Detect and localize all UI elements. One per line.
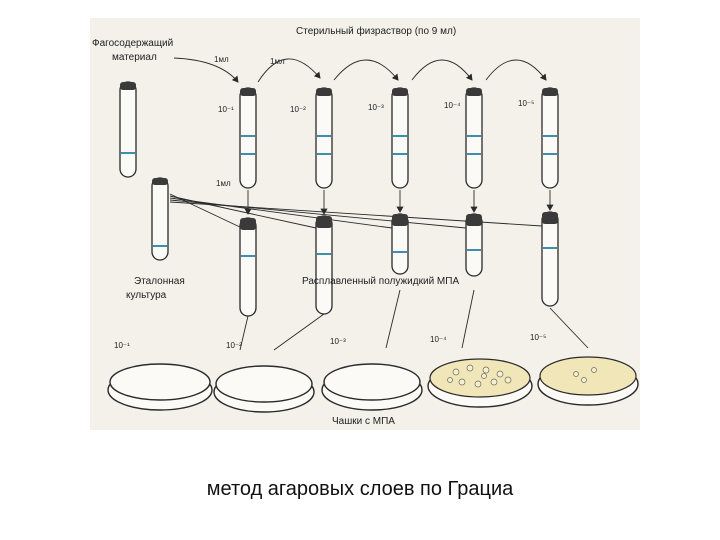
dilution-tube-1 — [239, 87, 257, 189]
phage-material-tube — [119, 81, 137, 178]
plate-dilution-label-3: 10⁻³ — [330, 337, 346, 346]
transfer-arrow-1 — [257, 58, 321, 83]
melted-agar-label: Расплавленный полужидкий МПА — [302, 276, 459, 287]
agar-tube-3 — [391, 213, 409, 275]
tube-dilution-label-1: 10⁻¹ — [218, 105, 234, 114]
phage-material-label-line1: Фагосодержащий — [92, 38, 173, 49]
reference-culture-label-line1: Эталонная — [134, 276, 185, 287]
plate-dilution-label-1: 10⁻¹ — [114, 341, 130, 350]
dilution-tube-4 — [465, 87, 483, 189]
reference-culture-label-line2: культура — [126, 290, 167, 301]
agar-tube-4 — [465, 213, 483, 277]
petri-dish-3 — [321, 363, 423, 411]
pour-line-4 — [461, 289, 475, 349]
petri-dish-1 — [107, 363, 213, 411]
diagram-canvas: Фагосодержащий материал Стерильный физра… — [92, 25, 639, 427]
reference-culture-tube — [151, 177, 169, 261]
agar-tube-2 — [315, 215, 333, 315]
plate-dilution-label-5: 10⁻⁵ — [530, 333, 546, 342]
dilution-tube-5 — [541, 87, 559, 189]
tube-dilution-label-2: 10⁻² — [290, 105, 306, 114]
pour-line-1 — [239, 315, 249, 351]
petri-dish-4 — [427, 358, 533, 408]
transfer-arrow-4 — [485, 59, 547, 81]
petri-dish-2 — [213, 365, 315, 413]
phage-material-label-line2: материал — [112, 52, 157, 63]
transfer-arrow-start — [173, 57, 239, 83]
pour-line-3 — [385, 289, 401, 349]
plate-dilution-label-2: 10⁻² — [226, 341, 242, 350]
dilution-tube-2 — [315, 87, 333, 189]
transfer-volume-label-3: 1мл — [216, 179, 231, 188]
culture-line-4 — [169, 199, 467, 229]
pour-line-5 — [549, 307, 589, 349]
tube-dilution-label-5: 10⁻⁵ — [518, 99, 534, 108]
agar-tube-1 — [239, 217, 257, 317]
transfer-volume-label-1: 1мл — [214, 55, 229, 64]
transfer-arrow-2 — [333, 59, 399, 81]
culture-line-5 — [169, 201, 543, 227]
tube-dilution-label-3: 10⁻³ — [368, 103, 384, 112]
sterile-saline-label: Стерильный физраствор (по 9 мл) — [296, 25, 456, 37]
plate-dilution-label-4: 10⁻⁴ — [430, 335, 447, 344]
petri-dish-5 — [537, 356, 639, 406]
agar-layer-method-figure: Фагосодержащий материал Стерильный физра… — [90, 18, 640, 430]
tube-dilution-label-4: 10⁻⁴ — [444, 101, 461, 110]
figure-caption: метод агаровых слоев по Грациа — [206, 478, 514, 500]
dilution-tube-3 — [391, 87, 409, 189]
transfer-arrow-3 — [411, 59, 473, 81]
culture-line-3 — [169, 197, 393, 229]
pour-line-2 — [273, 313, 325, 351]
agar-tube-5 — [541, 211, 559, 307]
plates-label: Чашки с МПА — [332, 416, 395, 427]
